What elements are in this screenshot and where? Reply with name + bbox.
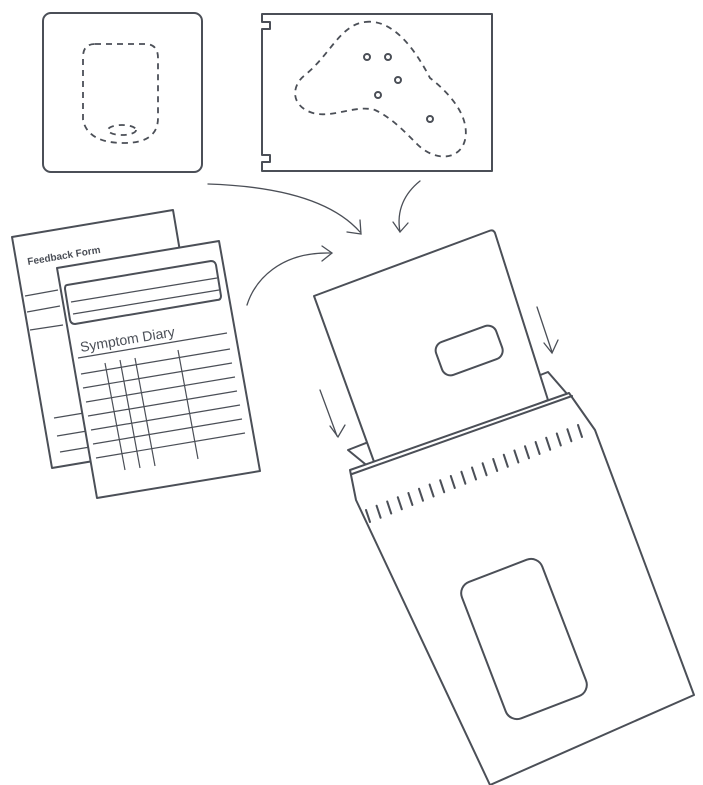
template-card-left xyxy=(43,13,202,172)
arrow-into-envelope-left xyxy=(320,390,345,437)
arrow-from-left-card xyxy=(208,184,361,234)
template-card-right xyxy=(262,14,492,171)
arrow-into-envelope-right xyxy=(537,307,558,353)
arrow-from-right-card xyxy=(393,181,420,232)
envelope-front xyxy=(350,393,694,785)
